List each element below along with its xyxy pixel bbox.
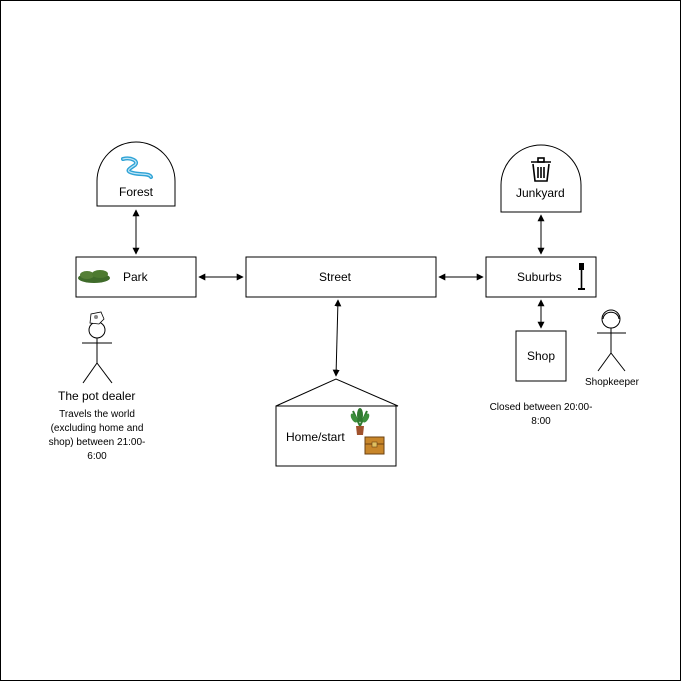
shop-label: Shop: [527, 349, 556, 363]
trash-can-icon: [531, 157, 551, 182]
street-home-connector: [332, 299, 342, 377]
pot-dealer-figure: [82, 321, 113, 384]
shop-hours-note: Closed between 20:00-8:00: [489, 402, 593, 427]
street-node[interactable]: [245, 256, 437, 298]
shopkeeper-figure: [597, 309, 626, 372]
river-icon: [121, 156, 153, 179]
suburbs-label: Suburbs: [517, 270, 562, 284]
park-label: Park: [123, 270, 148, 284]
shopkeeper-label: Shopkeeper: [585, 377, 639, 388]
pot-dealer-note: Travels the world (excluding home and sh…: [48, 409, 146, 462]
cap-icon: [89, 311, 105, 325]
shop-node[interactable]: [515, 330, 567, 382]
bush-icon: [78, 270, 110, 283]
forest-label: Forest: [119, 185, 154, 199]
home-node[interactable]: [275, 378, 399, 467]
junkyard-node[interactable]: [500, 144, 582, 213]
junkyard-label: Junkyard: [516, 186, 565, 200]
pot-dealer-label: The pot dealer: [58, 389, 136, 403]
potted-plant-icon: [350, 408, 370, 435]
street-label: Street: [319, 270, 352, 284]
street-lamp-icon: [578, 263, 585, 290]
treasure-chest-icon: [364, 436, 385, 455]
home-label: Home/start: [286, 430, 345, 444]
suburbs-node[interactable]: [485, 256, 597, 298]
